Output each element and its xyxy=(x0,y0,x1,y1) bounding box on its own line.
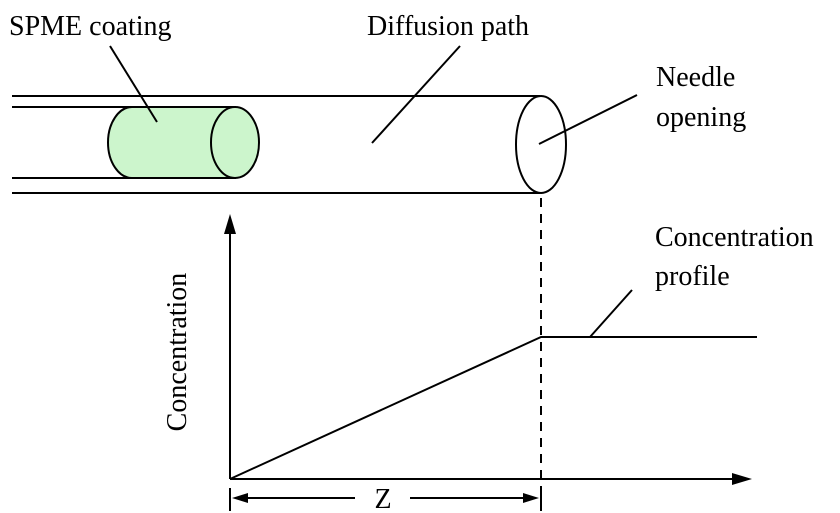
concentration-profile-label-line2: profile xyxy=(655,261,730,292)
coating-leader-line xyxy=(109,45,158,123)
coating-body xyxy=(107,106,236,179)
needle-opening-ellipse xyxy=(515,95,567,194)
y-axis-label: Concentration xyxy=(162,273,193,432)
x-axis-arrowhead xyxy=(732,473,752,485)
needle-opening-label-line1: Needle xyxy=(656,62,735,93)
coating-end-face xyxy=(210,106,260,179)
z-dimension xyxy=(229,488,542,511)
diffusion-path-label: Diffusion path xyxy=(367,11,529,42)
y-axis-arrowhead xyxy=(224,214,236,234)
leader-lines xyxy=(109,45,638,338)
concentration-profile-line xyxy=(229,336,757,480)
z-right-arrowhead xyxy=(523,493,539,503)
needle-tube xyxy=(12,95,567,194)
diffusion-path-leader-line xyxy=(371,45,461,144)
spme-coating-cylinder xyxy=(107,106,260,179)
needle-opening-leader-line xyxy=(538,94,638,145)
concentration-profile-label-line1: Concentration xyxy=(655,222,814,253)
z-dimension-label: Z xyxy=(374,484,391,513)
graph-axes xyxy=(224,214,752,485)
profile-leader-line xyxy=(589,289,633,338)
needle-opening-label-line2: opening xyxy=(656,102,746,133)
z-left-arrowhead xyxy=(232,493,248,503)
spme-coating-label: SPME coating xyxy=(9,11,172,42)
